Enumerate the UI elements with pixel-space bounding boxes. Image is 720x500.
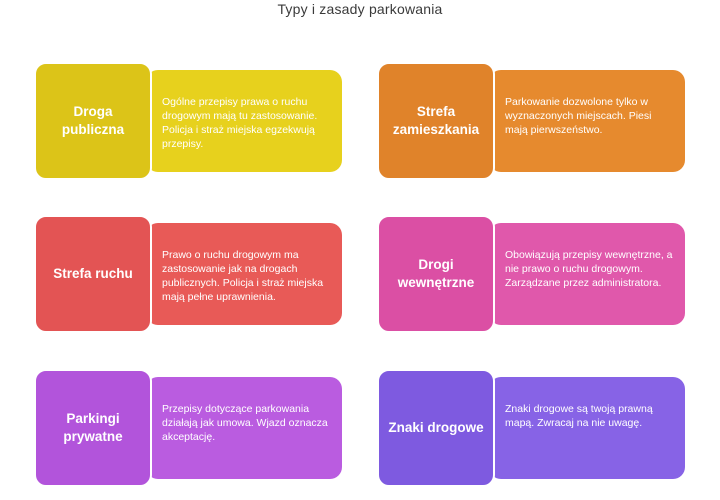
card-description: Parkowanie dozwolone tylko w wyznaczonyc… <box>489 70 685 172</box>
card-label: Strefa zamieszkania <box>392 104 480 137</box>
card-description: Przepisy dotyczące parkowania działają j… <box>146 377 342 479</box>
card-description: Znaki drogowe są twoją prawną mapą. Zwra… <box>489 377 685 479</box>
card-label: Strefa ruchu <box>53 266 133 282</box>
card-label-box: Strefa zamieszkania <box>377 62 495 180</box>
card-label: Znaki drogowe <box>388 420 484 436</box>
card-label: Drogi wewnętrzne <box>397 257 475 290</box>
card-label-box: Znaki drogowe <box>377 369 495 487</box>
card-znaki-drogowe: Znaki drogowe są twoją prawną mapą. Zwra… <box>377 369 687 487</box>
card-label-box: Strefa ruchu <box>34 215 152 333</box>
card-label-box: Parkingi prywatne <box>34 369 152 487</box>
card-droga-publiczna: Ogólne przepisy prawa o ruchu drogowym m… <box>34 62 344 180</box>
card-description: Obowiązują przepisy wewnętrzne, a nie pr… <box>489 223 685 325</box>
card-drogi-wewnetrzne: Obowiązują przepisy wewnętrzne, a nie pr… <box>377 215 687 333</box>
card-description: Prawo o ruchu drogowym ma zastosowanie j… <box>146 223 342 325</box>
card-label: Droga publiczna <box>61 104 125 137</box>
diagram-title: Typy i zasady parkowania <box>277 1 443 17</box>
card-strefa-zamieszkania: Parkowanie dozwolone tylko w wyznaczonyc… <box>377 62 687 180</box>
card-label-box: Droga publiczna <box>34 62 152 180</box>
card-label: Parkingi prywatne <box>63 411 123 444</box>
card-strefa-ruchu: Prawo o ruchu drogowym ma zastosowanie j… <box>34 215 344 333</box>
card-parkingi-prywatne: Przepisy dotyczące parkowania działają j… <box>34 369 344 487</box>
card-description: Ogólne przepisy prawa o ruchu drogowym m… <box>146 70 342 172</box>
card-label-box: Drogi wewnętrzne <box>377 215 495 333</box>
